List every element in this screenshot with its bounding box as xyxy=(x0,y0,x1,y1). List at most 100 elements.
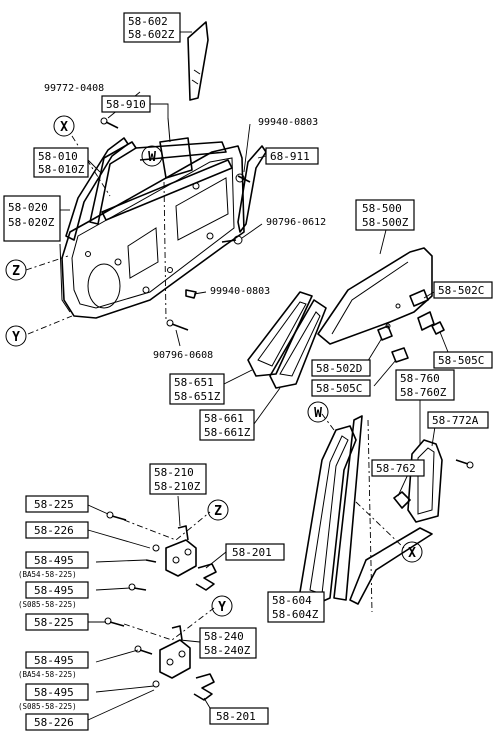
label-58-604: 58-604 58-604Z xyxy=(267,591,325,623)
svg-text:W: W xyxy=(148,150,156,165)
label-58-210: 58-210 58-210Z xyxy=(149,463,207,495)
label-58-502C: 58-502C xyxy=(433,281,493,299)
svg-text:58-910: 58-910 xyxy=(106,98,146,111)
label-58-910: 58-910 xyxy=(101,95,151,113)
svg-text:68-911: 68-911 xyxy=(270,150,310,163)
label-58-226-top: 58-226 xyxy=(25,521,89,539)
svg-text:58-020Z: 58-020Z xyxy=(8,216,55,229)
svg-text:58-495: 58-495 xyxy=(34,584,74,597)
door-panel xyxy=(61,117,245,319)
door-glass-58-500 xyxy=(317,247,433,345)
svg-text:X: X xyxy=(408,546,416,561)
svg-text:58-240: 58-240 xyxy=(204,630,244,643)
svg-text:(S085-58-225): (S085-58-225) xyxy=(18,702,77,711)
label-58-661: 58-661 58-661Z xyxy=(199,409,255,441)
callout-w-right: W xyxy=(307,401,329,423)
svg-text:W: W xyxy=(314,406,322,421)
label-58-772A: 58-772A xyxy=(427,411,489,429)
svg-text:58-602: 58-602 xyxy=(128,15,168,28)
svg-text:Y: Y xyxy=(218,600,226,615)
svg-text:(BA54-58-225): (BA54-58-225) xyxy=(18,570,77,579)
label-58-505C-mid: 58-505C xyxy=(311,379,371,397)
label-58-495-a: 58-495 (BA54-58-225) xyxy=(18,551,89,579)
label-58-500: 58-500 58-500Z xyxy=(355,199,415,231)
label-58-201-bottom: 58-201 xyxy=(209,707,269,725)
svg-text:58-604: 58-604 xyxy=(272,594,312,607)
svg-text:58-772A: 58-772A xyxy=(432,414,479,427)
label-58-201-top: 58-201 xyxy=(225,543,285,561)
label-90796-0608: 90796-0608 xyxy=(153,350,213,361)
svg-text:58-010: 58-010 xyxy=(38,150,78,163)
callout-x-right: X xyxy=(401,541,423,563)
label-58-602: 58-602 58-602Z xyxy=(123,12,181,43)
svg-text:Y: Y xyxy=(12,330,20,345)
svg-text:58-604Z: 58-604Z xyxy=(272,608,319,621)
hinge-bolts xyxy=(104,511,160,688)
label-58-505C-right: 58-505C xyxy=(433,351,493,369)
label-58-502D: 58-502D xyxy=(311,359,371,377)
door-fasteners xyxy=(100,117,251,331)
callout-z-left: Z xyxy=(5,259,27,281)
label-58-651: 58-651 58-651Z xyxy=(169,373,225,405)
label-58-225-top: 58-225 xyxy=(25,495,89,513)
svg-text:Z: Z xyxy=(214,504,222,519)
svg-text:58-505C: 58-505C xyxy=(438,354,484,367)
svg-text:(BA54-58-225): (BA54-58-225) xyxy=(18,670,77,679)
weatherstrip-58-010 xyxy=(59,137,129,313)
label-99940-0803-top: 99940-0803 xyxy=(258,117,318,128)
label-99772-0408: 99772-0408 xyxy=(44,83,104,94)
svg-text:58-240Z: 58-240Z xyxy=(204,644,251,657)
svg-text:58-602Z: 58-602Z xyxy=(128,28,175,41)
molding-58-602 xyxy=(187,21,209,101)
svg-text:58-661: 58-661 xyxy=(204,412,244,425)
label-58-760: 58-760 58-760Z xyxy=(395,369,455,401)
leader-lines xyxy=(60,31,449,721)
svg-text:58-502C: 58-502C xyxy=(438,284,484,297)
label-58-010: 58-010 58-010Z xyxy=(33,147,89,178)
svg-text:58-225: 58-225 xyxy=(34,498,74,511)
svg-text:58-760Z: 58-760Z xyxy=(400,386,447,399)
svg-text:58-495: 58-495 xyxy=(34,686,74,699)
weatherstrip-58-604 xyxy=(299,415,433,607)
svg-text:X: X xyxy=(60,120,68,135)
svg-text:58-010Z: 58-010Z xyxy=(38,163,85,176)
label-58-495-c: 58-495 (BA54-58-225) xyxy=(18,651,89,679)
svg-text:58-500Z: 58-500Z xyxy=(362,216,409,229)
svg-text:Z: Z xyxy=(12,264,20,279)
label-58-225-bottom: 58-225 xyxy=(25,613,89,631)
label-58-495-d: 58-495 (S085-58-225) xyxy=(18,683,89,711)
svg-text:58-762: 58-762 xyxy=(376,462,416,475)
callout-w-top: W xyxy=(141,145,163,167)
svg-text:58-201: 58-201 xyxy=(216,710,256,723)
svg-text:58-210: 58-210 xyxy=(154,466,194,479)
svg-text:58-661Z: 58-661Z xyxy=(204,426,251,439)
svg-text:58-651: 58-651 xyxy=(174,376,214,389)
label-58-495-b: 58-495 (S085-58-225) xyxy=(18,581,89,609)
svg-text:58-226: 58-226 xyxy=(34,716,74,729)
svg-text:58-210Z: 58-210Z xyxy=(154,480,201,493)
label-68-911: 68-911 xyxy=(265,147,319,165)
callout-x-top: X xyxy=(53,115,75,137)
callout-y-hinge: Y xyxy=(211,595,233,617)
svg-text:58-760: 58-760 xyxy=(400,372,440,385)
label-90796-0612: 90796-0612 xyxy=(266,217,326,228)
label-58-240: 58-240 58-240Z xyxy=(199,627,257,659)
strip-68-911 xyxy=(237,145,267,233)
label-58-226-bottom: 58-226 xyxy=(25,713,89,731)
label-99940-0803-bottom: 99940-0803 xyxy=(210,286,270,297)
svg-text:58-201: 58-201 xyxy=(232,546,272,559)
svg-text:58-651Z: 58-651Z xyxy=(174,390,221,403)
svg-text:58-502D: 58-502D xyxy=(316,362,362,375)
svg-text:58-225: 58-225 xyxy=(34,616,74,629)
svg-text:(S085-58-225): (S085-58-225) xyxy=(18,600,77,609)
callout-z-hinge: Z xyxy=(207,499,229,521)
svg-text:58-226: 58-226 xyxy=(34,524,74,537)
svg-text:58-500: 58-500 xyxy=(362,202,402,215)
upper-hinge-58-210 xyxy=(165,525,217,591)
svg-text:58-505C: 58-505C xyxy=(316,382,362,395)
label-58-762: 58-762 xyxy=(371,459,425,477)
quarter-glass xyxy=(247,291,327,389)
callout-y-left: Y xyxy=(5,325,27,347)
glass-fittings xyxy=(377,289,445,363)
